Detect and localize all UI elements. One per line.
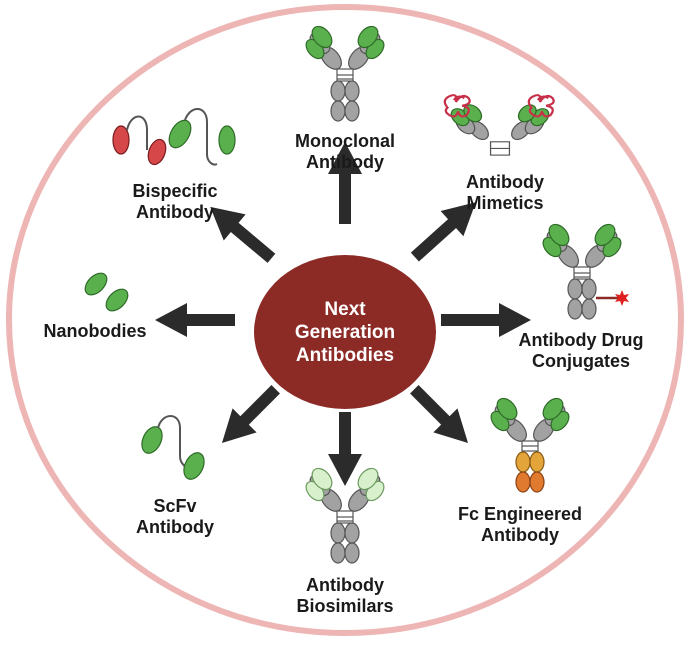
label-adc-line2: Conjugates — [531, 351, 630, 371]
label-scfv-line1: ScFv — [153, 496, 197, 516]
label-scfv-line2: Antibody — [136, 517, 214, 537]
center-title-line2: Generation — [294, 322, 396, 343]
center-title-line3: Antibodies — [295, 345, 395, 366]
arrow-up-left — [210, 206, 276, 263]
arrow-down-right — [410, 385, 469, 444]
label-monoclonal-line2: Antibody — [306, 152, 384, 172]
label-nanobodies-line1: Nanobodies — [43, 321, 147, 341]
label-bispecific: Bispecific Antibody — [110, 181, 240, 223]
arrow-up — [328, 142, 362, 224]
label-monoclonal: Monoclonal Antibody — [270, 131, 420, 173]
scfv-antibody-icon — [141, 415, 205, 480]
label-nanobodies: Nanobodies — [30, 321, 160, 342]
label-biosimilars-line1: Antibody — [306, 575, 384, 595]
arrow-left — [155, 303, 235, 337]
biosimilar-antibody-icon — [305, 467, 385, 564]
label-biosimilars: Antibody Biosimilars — [275, 575, 415, 617]
arrow-down — [328, 412, 362, 486]
arrows — [155, 142, 531, 486]
center-title: Next Generation Antibodies — [275, 298, 415, 367]
center-node — [254, 255, 436, 409]
label-mimetics-line1: Antibody — [466, 172, 544, 192]
arrow-down-left — [221, 385, 280, 444]
fc-engineered-antibody-icon — [490, 397, 570, 493]
label-adc-line1: Antibody Drug — [518, 330, 644, 350]
label-monoclonal-line1: Monoclonal — [295, 131, 395, 151]
label-scfv: ScFv Antibody — [120, 496, 230, 538]
label-bispecific-line1: Bispecific — [132, 181, 218, 201]
label-bispecific-line2: Antibody — [136, 202, 214, 222]
center-title-line1: Next — [324, 299, 366, 320]
label-fc-line1: Fc Engineered — [457, 504, 583, 524]
bispecific-antibody-icon — [112, 108, 236, 166]
label-mimetics-line2: Mimetics — [466, 193, 544, 213]
label-adc: Antibody Drug Conjugates — [506, 330, 656, 372]
antibody-drug-conjugate-icon — [542, 223, 629, 320]
label-mimetics: Antibody Mimetics — [440, 172, 570, 214]
label-fc: Fc Engineered Antibody — [440, 504, 600, 546]
label-biosimilars-line2: Biosimilars — [296, 596, 394, 616]
arrow-right — [441, 303, 531, 337]
arrow-up-right — [410, 202, 476, 262]
label-fc-line2: Antibody — [481, 525, 559, 545]
nanobody-icon — [84, 272, 129, 312]
antibody-mimetic-icon — [443, 94, 555, 156]
monoclonal-antibody-icon — [305, 25, 385, 122]
